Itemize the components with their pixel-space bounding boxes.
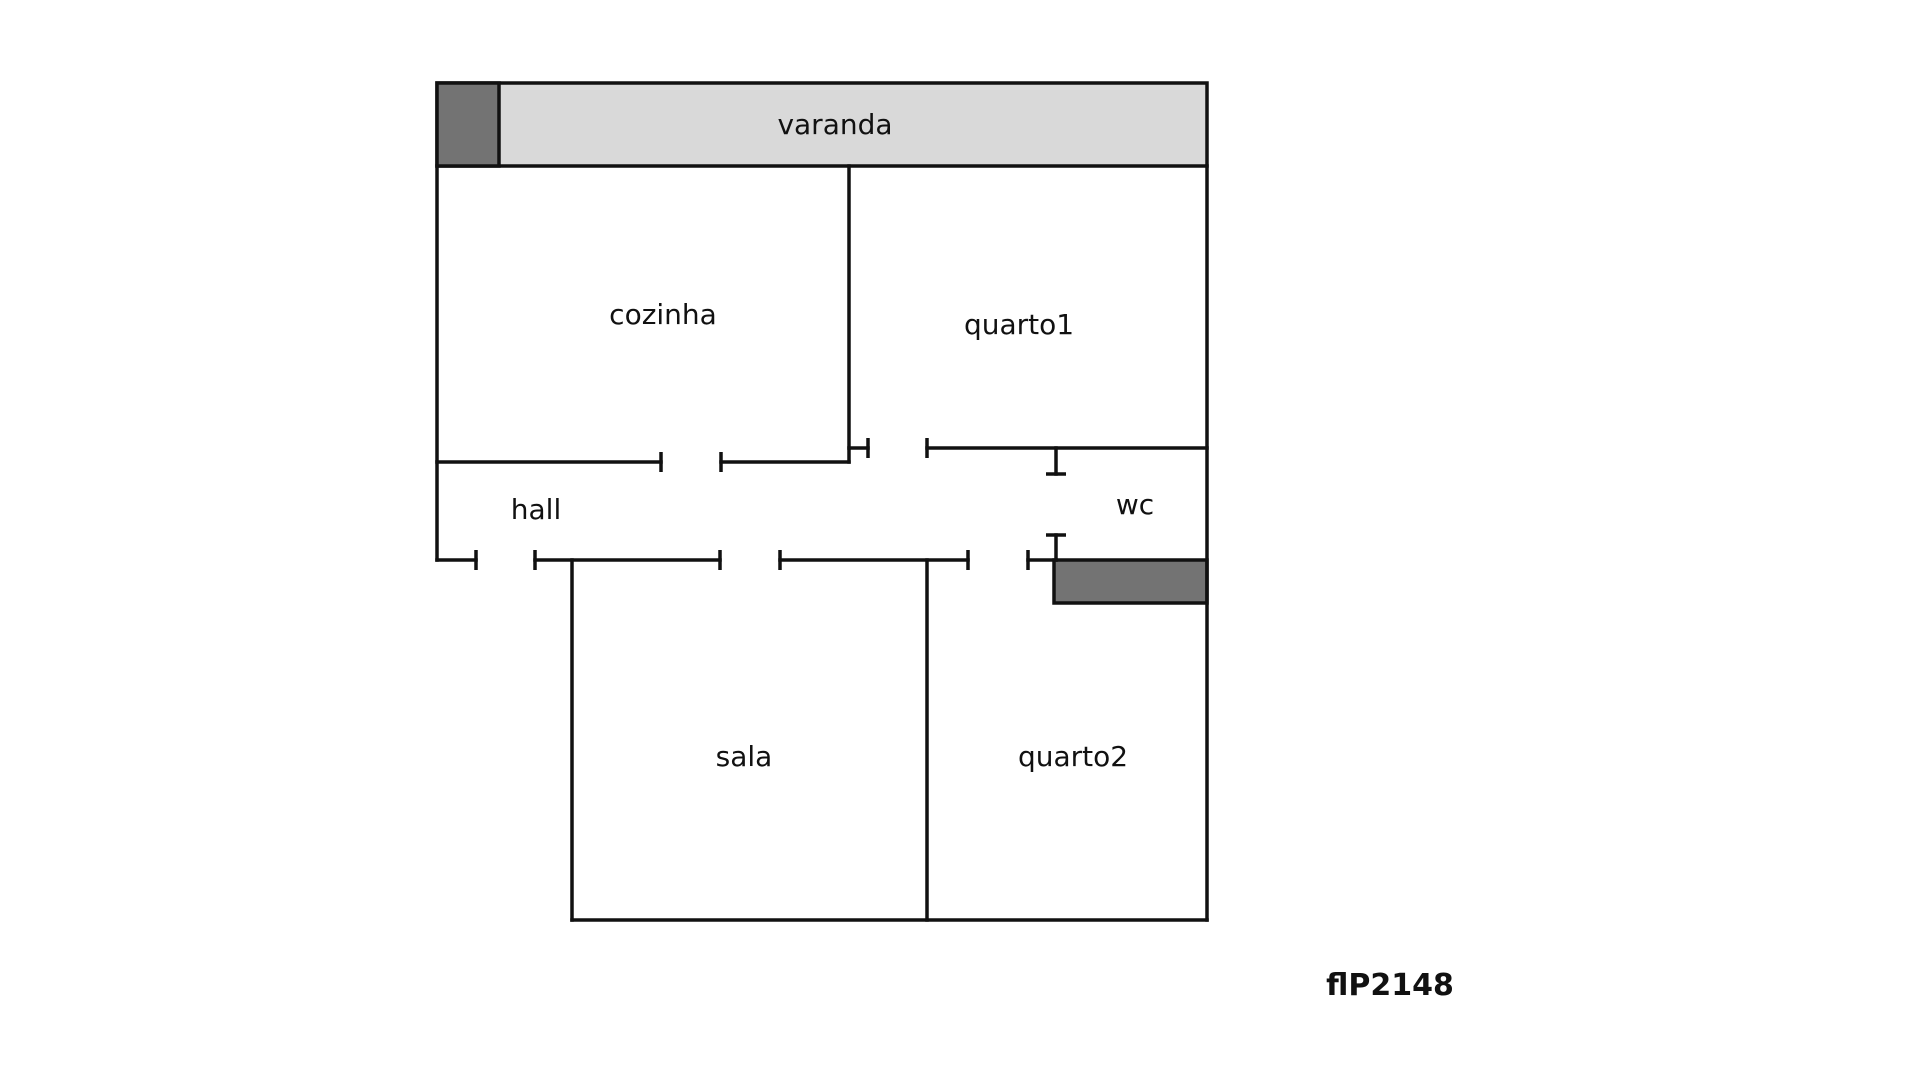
room-label-varanda: varanda — [777, 108, 892, 141]
room-label-sala: sala — [716, 740, 773, 773]
door-ticks — [474, 438, 1066, 570]
walls — [435, 164, 1209, 922]
room-label-quarto1: quarto1 — [964, 308, 1074, 341]
plan-id: flP2148 — [1326, 968, 1454, 1003]
room-label-cozinha: cozinha — [609, 298, 717, 331]
wc-dark-block — [1052, 558, 1209, 605]
room-label-quarto2: quarto2 — [1018, 740, 1128, 773]
room-label-wc: wc — [1116, 488, 1154, 521]
varanda-area — [435, 81, 1209, 168]
room-label-hall: hall — [511, 493, 561, 526]
varanda-dark-block — [435, 81, 501, 168]
